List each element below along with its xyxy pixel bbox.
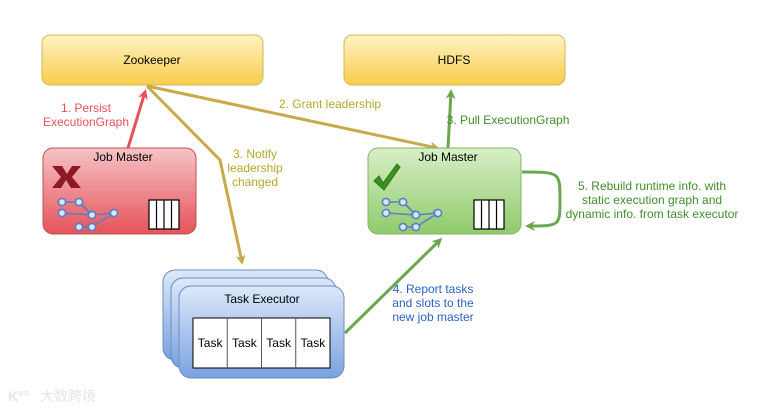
x-mark-icon (52, 166, 81, 188)
task-slot-label: Task (232, 336, 258, 350)
graph-vertex (381, 197, 391, 207)
slots-icon (148, 199, 180, 230)
pull-label: 3. Pull ExecutionGraph (447, 113, 570, 127)
execution-graph-icon (381, 197, 443, 232)
grant-leadership-arrow (146, 84, 440, 152)
zookeeper-node: Zookeeper (41, 34, 264, 86)
graph-vertex (57, 197, 67, 207)
rebuild-label: dynamic info. from task executor (566, 207, 739, 221)
graph-edge (385, 211, 418, 219)
graph-vertex (87, 222, 97, 232)
task-slot-label: Task (301, 336, 327, 350)
grant-label: 2. Grant leadership (279, 97, 381, 111)
task-slot-label: Task (266, 336, 292, 350)
graph-vertex (433, 208, 443, 218)
slots-icon (473, 199, 505, 230)
graph-vertex (398, 222, 408, 232)
report-label: new job master (392, 310, 473, 324)
persist-label: 1. Persist (61, 101, 112, 115)
graph-vertex (74, 222, 84, 232)
report-arrow (343, 237, 443, 335)
watermark: K°° 大数跨境 (8, 388, 96, 404)
task-executor-node: Task Executor Task Task Task Task (162, 269, 345, 379)
graph-vertex (87, 210, 97, 220)
notify-label: 3. Notify (233, 147, 277, 161)
graph-vertex (398, 197, 408, 207)
pull-arrow (445, 89, 456, 149)
rebuild-label: static execution graph and (582, 193, 722, 207)
task-slots: Task Task Task Task (192, 317, 331, 369)
notify-label: leadership (227, 161, 283, 175)
graph-vertex (411, 210, 421, 220)
zookeeper-label: Zookeeper (123, 53, 180, 67)
rebuild-loop-arrow (521, 170, 562, 231)
task-executor-label: Task Executor (224, 292, 299, 306)
checkmark-icon (373, 163, 401, 191)
old-job-master-label: Job Master (93, 150, 152, 164)
notify-label: changed (232, 175, 278, 189)
graph-vertex (381, 208, 391, 218)
report-label: and slots to the (392, 296, 474, 310)
persist-label: ExecutionGraph (43, 115, 129, 129)
old-job-master-node: Job Master (42, 147, 197, 235)
graph-vertex (109, 208, 119, 218)
graph-vertex (74, 197, 84, 207)
new-job-master-node: Job Master (367, 147, 522, 235)
graph-edge (61, 211, 94, 219)
watermark-logo: K°° (8, 388, 29, 404)
execution-graph-icon (57, 197, 119, 232)
graph-vertex (57, 208, 67, 218)
rebuild-label: 5. Rebuild runtime info. with (578, 179, 726, 193)
hdfs-label: HDFS (438, 53, 471, 67)
notify-arrow (145, 84, 246, 265)
task-slot-label: Task (198, 336, 224, 350)
report-label: 4. Report tasks (393, 282, 474, 296)
watermark-text: 大数跨境 (40, 388, 96, 404)
hdfs-node: HDFS (343, 34, 566, 86)
new-job-master-label: Job Master (418, 150, 477, 164)
graph-vertex (411, 222, 421, 232)
persist-arrow (126, 89, 148, 149)
